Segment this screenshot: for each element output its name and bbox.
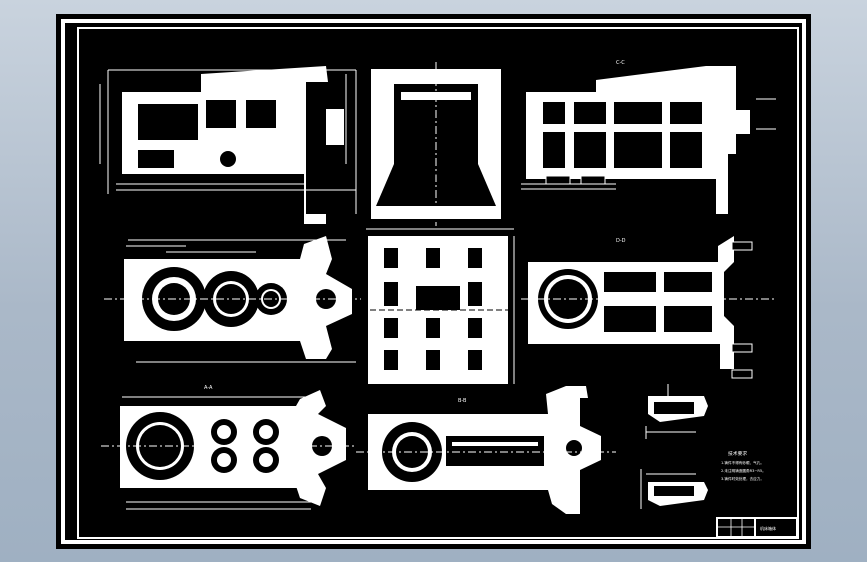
section-c-label: C-C (616, 60, 625, 66)
view-front-top-left (99, 66, 357, 224)
detail-view-upper (645, 384, 708, 439)
view-end-top-middle (371, 62, 501, 226)
view-section-d: D-D (521, 236, 776, 379)
section-b-label: B-B (458, 398, 467, 404)
detail-view-lower (640, 469, 708, 509)
notes-heading: 技术要求 (728, 450, 747, 457)
note-item: 3.铸件时效处理，去应力。 (721, 476, 764, 481)
view-section-b: B-B (356, 386, 616, 514)
section-d-label: D-D (616, 238, 626, 244)
drawing-sheet: C-C (56, 14, 811, 549)
outer-border (61, 19, 806, 544)
title-block: 机床箱体 (716, 517, 798, 538)
view-bottom-middle (361, 228, 516, 384)
cad-drawing: C-C (61, 19, 806, 544)
technical-notes: 技术要求 1.铸件不得有砂眼、气孔。 2.未注明铸造圆角R3~R5。 3.铸件时… (721, 450, 766, 481)
view-section-a: A-A (101, 385, 356, 510)
title-block-part-name: 机床箱体 (760, 525, 776, 531)
view-plan-middle-left (104, 236, 361, 363)
section-a-label: A-A (204, 385, 213, 391)
inner-border (77, 27, 799, 539)
view-section-c: C-C (521, 60, 776, 214)
note-item: 2.未注明铸造圆角R3~R5。 (721, 468, 766, 473)
note-item: 1.铸件不得有砂眼、气孔。 (721, 460, 764, 465)
